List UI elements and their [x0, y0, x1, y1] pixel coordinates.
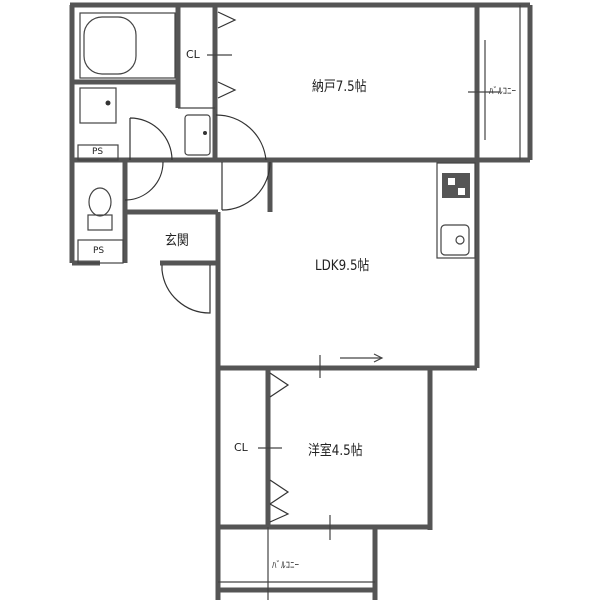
room-label-western: 洋室4.5帖 — [308, 443, 363, 459]
ps-label-1: PS — [92, 147, 104, 157]
walls — [69, 2, 533, 600]
washing-machine-icon — [79, 87, 117, 124]
closet-label-top: CL — [186, 48, 200, 61]
detail-lines — [77, 5, 521, 600]
kitchen-sink-icon — [440, 224, 470, 256]
room-label-storage: 納戸7.5帖 — [312, 79, 367, 95]
balcony-label-bottom: ﾊﾞﾙｺﾆｰ — [272, 561, 300, 571]
doors — [124, 11, 290, 523]
room-label-entrance: 玄関 — [165, 233, 189, 249]
sink-icon — [184, 114, 211, 156]
toilet-icon — [87, 187, 113, 231]
room-label-ldk: LDK9.5帖 — [315, 258, 370, 274]
balcony-label-right: ﾊﾞﾙｺﾆｰ — [489, 87, 517, 97]
ps-label-2: PS — [93, 246, 105, 256]
stove-icon — [442, 173, 470, 198]
closet-label-bottom: CL — [234, 441, 248, 454]
bathtub-icon — [79, 12, 176, 79]
